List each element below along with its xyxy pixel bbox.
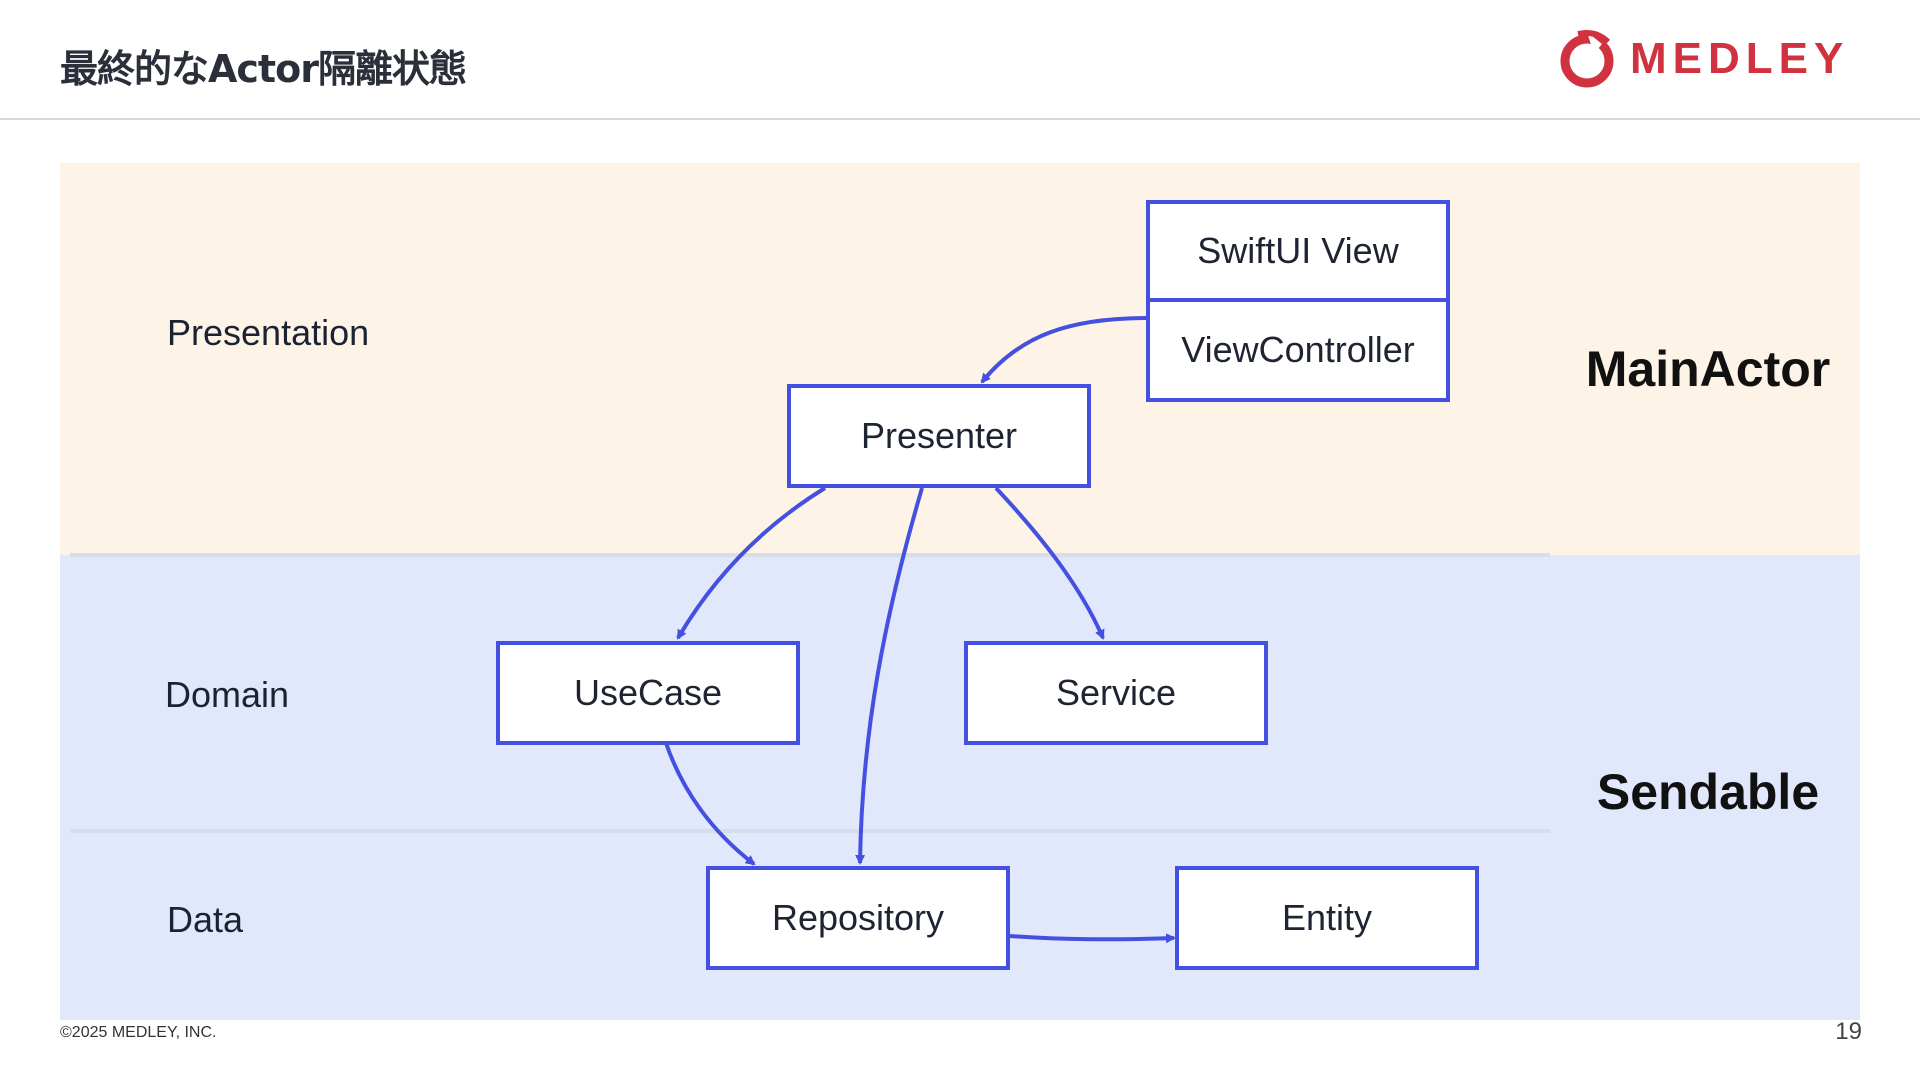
node-swiftui-view: SwiftUI View xyxy=(1146,200,1450,302)
copyright-footer: ©2025 MEDLEY, INC. xyxy=(60,1024,217,1041)
node-service: Service xyxy=(964,641,1268,745)
layer-label-presentation: Presentation xyxy=(167,312,370,353)
presentation-domain-divider xyxy=(70,553,1550,557)
layer-label-data: Data xyxy=(167,899,244,940)
slide-header: 最終的なActor隔離状態 MEDLEY xyxy=(0,0,1920,120)
node-viewcontroller: ViewController xyxy=(1146,298,1450,402)
medley-logo-text: MEDLEY xyxy=(1630,34,1850,83)
node-entity: Entity xyxy=(1175,866,1479,970)
slide-title: 最終的なActor隔離状態 xyxy=(60,47,467,91)
main-actor-region xyxy=(60,163,1860,555)
layer-label-domain: Domain xyxy=(165,674,290,715)
actor-label-mainactor: MainActor xyxy=(1585,341,1831,397)
node-presenter: Presenter xyxy=(787,384,1091,488)
actor-label-sendable: Sendable xyxy=(1596,764,1820,820)
page-number: 19 xyxy=(1835,1018,1862,1045)
node-repository: Repository xyxy=(706,866,1010,970)
domain-data-divider xyxy=(70,829,1550,833)
medley-logo-icon xyxy=(1560,30,1614,88)
medley-logo: MEDLEY xyxy=(1556,30,1866,92)
node-usecase: UseCase xyxy=(496,641,800,745)
